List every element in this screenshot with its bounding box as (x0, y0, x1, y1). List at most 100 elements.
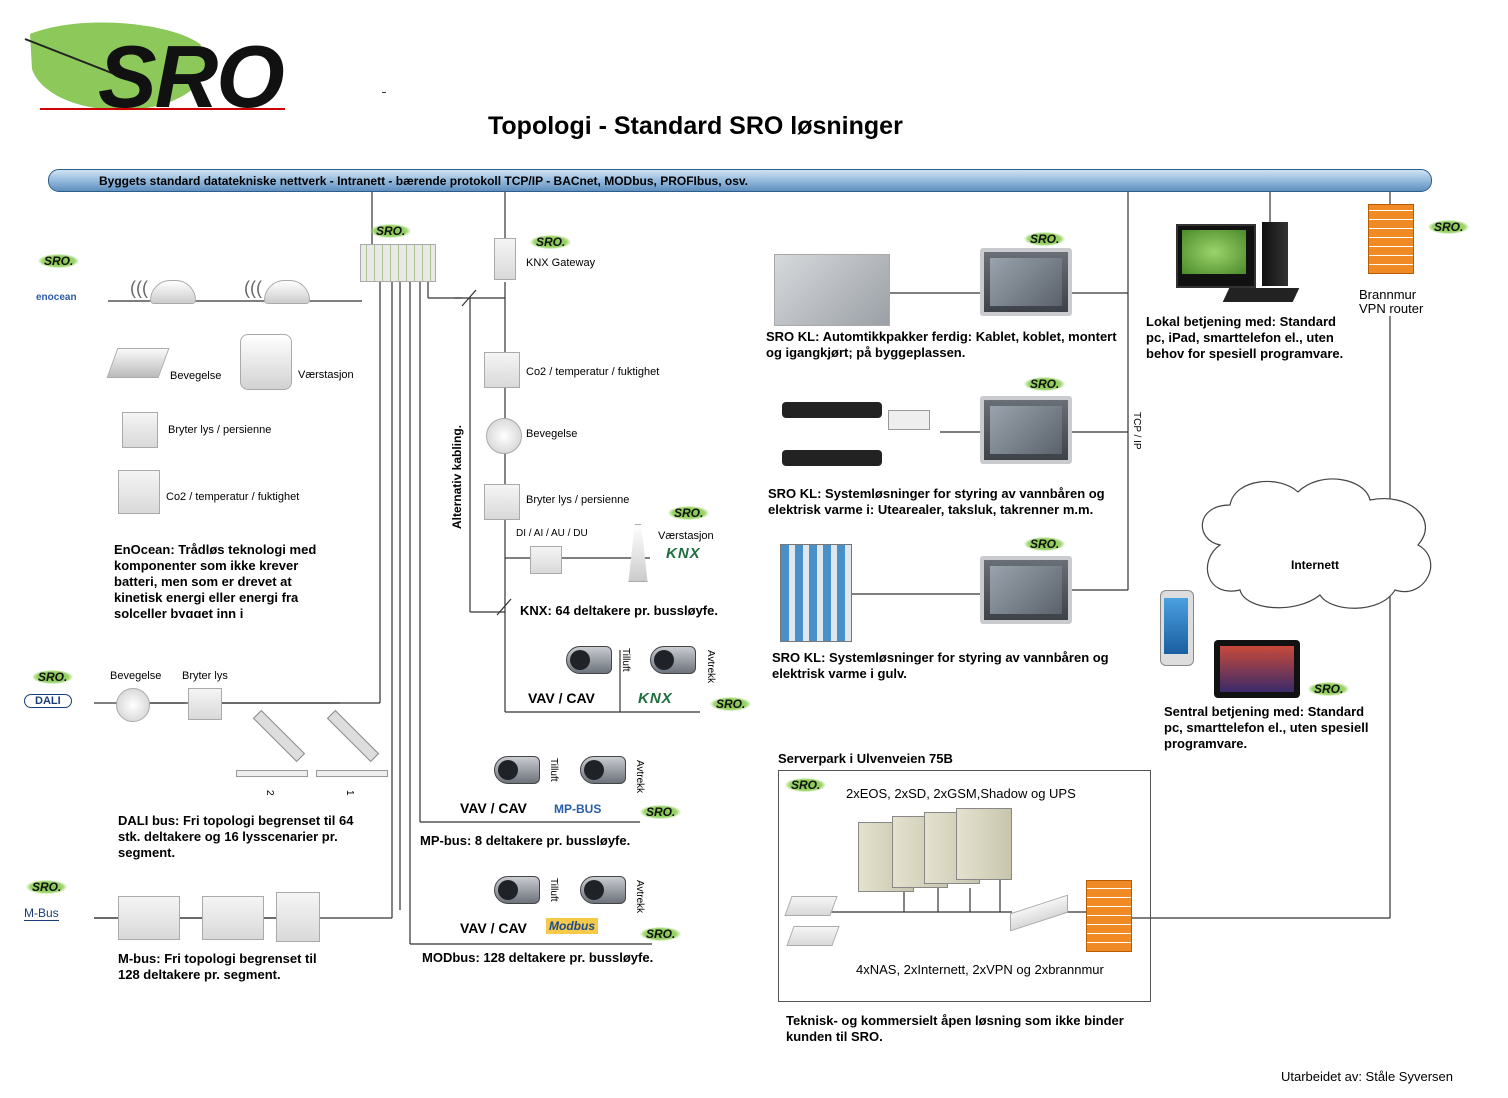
sro-kl-2-description: SRO KL: Systemløsninger for styring av v… (768, 486, 1105, 517)
light-switch-icon (122, 412, 158, 448)
mpbus-logo: MP-BUS (554, 802, 602, 816)
avtrekk-label: Avtrekk (634, 760, 645, 794)
avtrekk-label: Avtrekk (634, 880, 645, 914)
page-title: Topologi - Standard SRO løsninger (488, 112, 903, 140)
lamp-number: 2 (264, 790, 275, 796)
vav-damper-icon (494, 876, 540, 904)
knx-logo: KNX (638, 690, 673, 707)
firewall-icon (1086, 880, 1132, 952)
keyboard-icon (1222, 288, 1300, 302)
vav-damper-icon (494, 756, 540, 784)
heating-manifold-icon (782, 402, 882, 418)
lokal-description: Lokal betjening med: Standard pc, iPad, … (1146, 314, 1344, 361)
dali-description: DALI bus: Fri topologi begrenset til 64 … (118, 813, 354, 860)
nas-icon (784, 896, 838, 916)
mbus-master-icon (276, 892, 320, 942)
enocean-sensor-icon (264, 280, 310, 304)
sentral-description: Sentral betjening med: Standard pc, smar… (1164, 704, 1369, 751)
knx-weather-label: Værstasjon (658, 530, 714, 542)
firewall-label: Brannmur VPN router (1359, 287, 1424, 316)
knx-logo: KNX (666, 545, 701, 562)
enocean-sensor-icon (150, 280, 196, 304)
enocean-item-label: Værstasjon (298, 369, 354, 381)
sro-badge: SRO. (38, 254, 80, 268)
nas-icon (786, 926, 840, 946)
floor-heating-manifold-icon (780, 544, 852, 642)
server-park-frame (778, 770, 1151, 1002)
avtrekk-label: Avtrekk (705, 650, 716, 684)
sro-badge: SRO. (1024, 232, 1066, 246)
heating-controller-icon (888, 410, 930, 430)
touch-panel-icon (980, 248, 1072, 316)
pc-tower-icon (1262, 222, 1288, 286)
sro-badge: SRO. (1024, 377, 1066, 391)
internet-cloud-icon (1201, 478, 1432, 609)
firewall-icon (1368, 204, 1414, 274)
energy-meter-icon (118, 896, 180, 940)
sro-kl-1-description: SRO KL: Automtikkpakker ferdig: Kablet, … (766, 329, 1117, 360)
knx-switch-icon (484, 484, 520, 520)
modbus-description: MODbus: 128 deltakere pr. bussløyfe. (422, 950, 654, 965)
sro-badge: SRO. (710, 697, 752, 711)
dali-switch-icon (188, 688, 222, 720)
sro-logo: SRO (20, 14, 290, 122)
tcpip-label: TCP / IP (1131, 412, 1142, 450)
tablet-screen (1220, 646, 1294, 692)
sro-badge: SRO. (668, 506, 710, 520)
logo-text: SRO (98, 27, 285, 126)
knx-item-label: Bryter lys / persienne (526, 494, 630, 506)
mpbus-description: MP-bus: 8 deltakere pr. bussløyfe. (420, 833, 631, 848)
network-bus: Byggets standard datatekniske nettverk -… (48, 169, 1432, 192)
touch-panel-icon (980, 396, 1072, 464)
sro-badge: SRO. (530, 235, 572, 249)
knx-item-label: Co2 / temperatur / fuktighet (526, 366, 660, 378)
bus-label: Byggets standard datatekniske nettverk -… (99, 174, 748, 188)
modbus-logo: Modbus (546, 918, 598, 934)
vav-label: VAV / CAV (460, 800, 527, 816)
sro-badge: SRO. (1024, 537, 1066, 551)
enocean-item-label: Bevegelse (170, 370, 222, 382)
weather-station-icon (240, 334, 292, 390)
fluorescent-tube-icon (316, 770, 388, 777)
enocean-logo: enocean (36, 292, 77, 303)
motion-sensor-icon (106, 348, 170, 378)
sro-badge: SRO. (1428, 220, 1470, 234)
enocean-item-label: Co2 / temperatur / fuktighet (166, 491, 300, 503)
ventilation-unit-icon (774, 254, 890, 326)
touch-panel-icon (980, 556, 1072, 624)
dali-item-label: Bevegelse (110, 670, 162, 682)
server-icon (956, 808, 1012, 880)
alternative-cabling-label: Alternativ kabling. (450, 425, 464, 530)
pc-monitor-screen (1182, 230, 1246, 274)
knx-gateway-label: KNX Gateway (526, 257, 596, 269)
dali-logo: DALI (24, 694, 72, 708)
enocean-item-label: Bryter lys / persienne (168, 424, 272, 436)
tilluft-label: Tilluft (548, 758, 559, 782)
tilluft-label: Tilluft (548, 878, 559, 902)
weather-vane-icon (628, 524, 648, 582)
vav-damper-icon (580, 756, 626, 784)
dali-motion-sensor-icon (116, 688, 150, 722)
server-park-title: Serverpark i Ulvenveien 75B (778, 751, 953, 766)
internet-label: Internett (1291, 558, 1339, 572)
fluorescent-tube-icon (236, 770, 308, 777)
divider (382, 92, 386, 93)
vav-damper-icon (650, 646, 696, 674)
vav-damper-icon (580, 876, 626, 904)
sro-badge: SRO. (32, 670, 74, 684)
server-park-top-text: 2xEOS, 2xSD, 2xGSM,Shadow og UPS (846, 786, 1076, 801)
sro-badge: SRO. (1308, 682, 1350, 696)
mbus-logo: M-Bus (24, 906, 59, 921)
enocean-description: EnOcean: Trådløs teknologi med komponent… (114, 542, 317, 618)
io-module-icon (530, 546, 562, 574)
energy-meter-icon (202, 896, 264, 940)
author-text: Utarbeidet av: Ståle Syversen (1281, 1069, 1453, 1084)
io-module-label: DI / AI / AU / DU (516, 528, 588, 539)
vav-label: VAV / CAV (460, 920, 527, 936)
mbus-description: M-bus: Fri topologi begrenset til 128 de… (118, 951, 317, 982)
sro-badge: SRO. (785, 778, 827, 792)
knx-co2-sensor-icon (484, 352, 520, 388)
dali-item-label: Bryter lys (182, 670, 228, 682)
wireless-icon: ((( (244, 278, 262, 298)
vav-label: VAV / CAV (528, 690, 595, 706)
